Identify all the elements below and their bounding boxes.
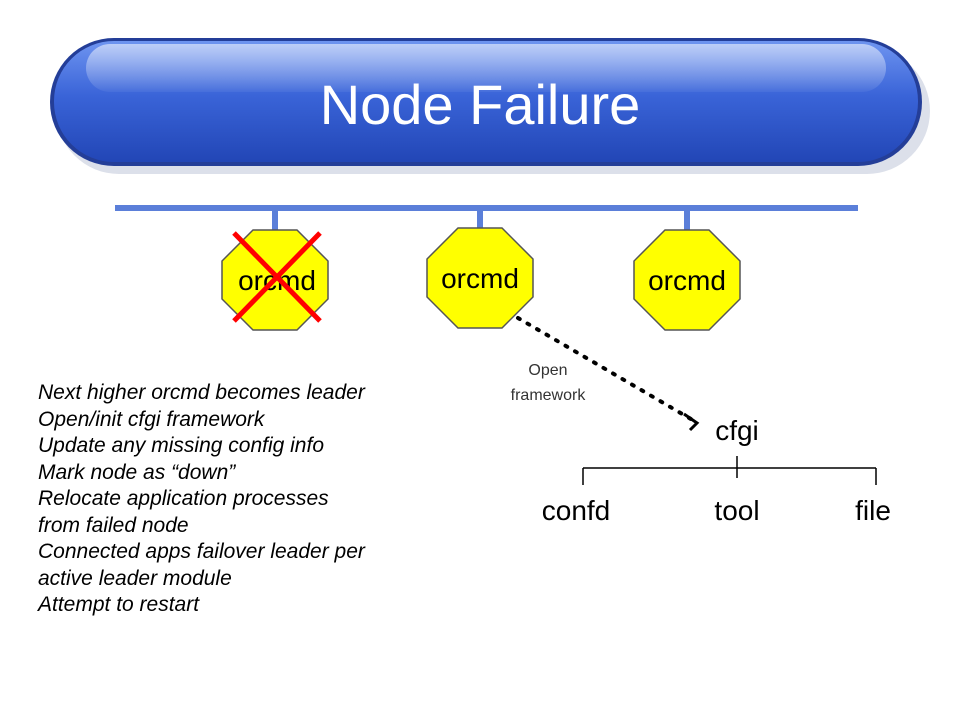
orcmd-node: orcmd xyxy=(633,229,741,331)
tree-root: cfgi xyxy=(715,415,759,446)
list-item: Connected apps failover leader per xyxy=(38,540,365,563)
orcmd-node-leader: orcmd xyxy=(426,227,534,329)
list-item: active leader module xyxy=(38,566,232,590)
title-bar: Node Failure xyxy=(50,38,930,174)
node-label: orcmd xyxy=(648,265,726,296)
network-bus xyxy=(115,205,858,232)
list-item: Mark node as “down” xyxy=(38,460,236,484)
failure-x-icon xyxy=(232,231,322,323)
page-title: Node Failure xyxy=(320,73,641,136)
list-item: Update any missing config info xyxy=(38,434,324,457)
tree-child-file: file xyxy=(855,495,891,526)
list-item: Relocate application processes xyxy=(38,487,329,510)
open-framework-arrow xyxy=(516,316,700,432)
orcmd-node-failed: orcmd xyxy=(221,229,329,331)
cfgi-tree: cfgi confd tool file xyxy=(542,415,891,526)
tree-child-tool: tool xyxy=(714,495,759,526)
list-item: from failed node xyxy=(38,513,189,537)
list-item: Open/init cfgi framework xyxy=(38,407,265,431)
list-item: Next higher orcmd becomes leader xyxy=(38,381,365,404)
arrowhead-icon xyxy=(683,412,700,432)
list-item: Attempt to restart xyxy=(38,593,200,616)
failure-steps-list: Next higher orcmd becomes leader Open/in… xyxy=(38,380,468,619)
tree-child-confd: confd xyxy=(542,495,611,526)
arrow-label-line1: Open xyxy=(528,362,567,379)
arrow-label-line2: framework xyxy=(511,387,587,404)
node-label: orcmd xyxy=(441,263,519,294)
